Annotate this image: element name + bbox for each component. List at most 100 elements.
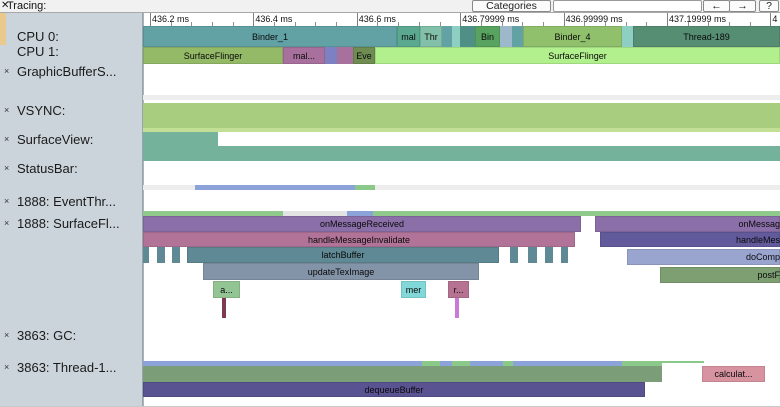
track-sidebar: CPU 0:CPU 1:×GraphicBufferS...×VSYNC:×Su…: [0, 13, 143, 406]
slice[interactable]: [143, 95, 780, 100]
row-close-icon[interactable]: ×: [4, 105, 10, 115]
slice[interactable]: [283, 211, 347, 216]
sidebar-row: × VSYNC:: [0, 103, 143, 118]
slice-calculat[interactable]: calculat...: [702, 366, 765, 382]
track-postframebuffer: postF: [0, 267, 780, 283]
row-close-icon[interactable]: ×: [4, 362, 10, 372]
next-button[interactable]: →: [729, 0, 756, 12]
slice[interactable]: [561, 247, 568, 263]
track-thread-main: calculat...: [0, 366, 780, 382]
slice-postf[interactable]: postF: [660, 267, 780, 283]
slice[interactable]: [143, 132, 218, 146]
search-input[interactable]: [553, 0, 702, 12]
track-surfaceview-bottom: [0, 146, 780, 161]
slice-handlemes[interactable]: handleMes: [600, 232, 780, 247]
slice[interactable]: [143, 247, 149, 263]
slice[interactable]: [500, 26, 512, 47]
slice[interactable]: [470, 361, 503, 366]
row-close-icon[interactable]: ×: [4, 163, 10, 173]
slice-onmessag[interactable]: onMessag: [595, 216, 780, 232]
ruler-major-tick: [356, 13, 358, 26]
slice-surfaceflinger[interactable]: SurfaceFlinger: [375, 47, 780, 64]
ruler-label: 436.79999 ms: [462, 14, 520, 24]
row-close-icon[interactable]: ×: [4, 330, 10, 340]
slice-r[interactable]: r...: [448, 281, 469, 298]
slice-binder-4[interactable]: Binder_4: [523, 26, 622, 47]
slice[interactable]: [143, 185, 780, 190]
row-label: VSYNC:: [17, 103, 66, 118]
slice[interactable]: [347, 211, 373, 216]
slice[interactable]: [545, 247, 553, 263]
slice[interactable]: [143, 128, 780, 132]
track-dequeuebuffer: dequeueBuffer: [0, 382, 780, 397]
slice[interactable]: [442, 26, 452, 47]
slice[interactable]: [510, 247, 518, 263]
slice[interactable]: [452, 361, 470, 366]
slice[interactable]: [172, 247, 180, 263]
slice[interactable]: [503, 361, 513, 366]
slice-a[interactable]: a...: [213, 281, 240, 298]
ruler-minor-tick: [604, 22, 606, 26]
slice[interactable]: [143, 361, 422, 366]
close-icon[interactable]: ✕: [1, 0, 10, 11]
slice[interactable]: [355, 185, 375, 190]
slice[interactable]: [528, 247, 537, 263]
slice-handlemessageinvalidate[interactable]: handleMessageInvalidate: [143, 232, 575, 247]
slice-onmessagereceived[interactable]: onMessageReceived: [143, 216, 581, 232]
ruler-minor-tick: [336, 22, 338, 26]
slice[interactable]: [455, 298, 459, 318]
slice[interactable]: [512, 26, 523, 47]
slice-thr[interactable]: Thr: [420, 26, 442, 47]
slice[interactable]: [622, 361, 662, 366]
ruler-major-tick: [150, 13, 151, 26]
slice[interactable]: [143, 146, 780, 161]
ruler-label: 437.19999 ms: [669, 14, 727, 24]
slice[interactable]: [513, 361, 622, 366]
help-button[interactable]: ?: [759, 0, 779, 12]
slice-thread-189[interactable]: Thread-189: [633, 26, 780, 47]
slice-dequeuebuffer[interactable]: dequeueBuffer: [143, 382, 645, 397]
slice[interactable]: [157, 247, 165, 263]
slice-binder-1[interactable]: Binder_1: [143, 26, 397, 47]
slice[interactable]: [337, 47, 353, 64]
row-close-icon[interactable]: ×: [4, 134, 10, 144]
slice[interactable]: [143, 211, 283, 216]
slice[interactable]: [195, 185, 355, 190]
row-label: 3863: Thread-1...: [17, 360, 117, 375]
row-label: 3863: GC:: [17, 328, 77, 343]
slice[interactable]: [460, 26, 475, 47]
slice-mal[interactable]: mal...: [283, 47, 325, 64]
ruler-minor-tick: [191, 22, 193, 26]
track-surfaceview-top: [0, 132, 780, 146]
ruler-major-tick: [667, 13, 668, 26]
ruler-minor-tick: [708, 22, 710, 26]
slice[interactable]: [662, 361, 704, 363]
row-close-icon[interactable]: ×: [4, 66, 10, 76]
ruler-minor-tick: [501, 22, 503, 26]
slice-updateteximage[interactable]: updateTexImage: [203, 263, 479, 280]
slice-surfaceflinger[interactable]: SurfaceFlinger: [143, 47, 283, 64]
row-close-icon[interactable]: ×: [4, 218, 10, 228]
slice-latchbuffer[interactable]: latchBuffer: [187, 247, 499, 263]
slice[interactable]: [440, 361, 452, 366]
slice[interactable]: [143, 366, 662, 382]
slice-mal[interactable]: mal: [397, 26, 420, 47]
slice-docomp[interactable]: doComp: [627, 249, 780, 265]
row-close-icon[interactable]: ×: [4, 196, 10, 206]
slice-eve[interactable]: Eve: [353, 47, 375, 64]
prev-button[interactable]: ←: [703, 0, 730, 12]
slice[interactable]: [325, 47, 337, 64]
slice[interactable]: [622, 26, 633, 47]
slice[interactable]: [452, 26, 460, 47]
slice-mer[interactable]: mer: [401, 281, 426, 298]
ruler-minor-tick: [315, 22, 317, 26]
slice[interactable]: [143, 103, 780, 128]
slice-bin[interactable]: Bin: [475, 26, 500, 47]
slice[interactable]: [222, 298, 226, 318]
slice[interactable]: [422, 361, 440, 366]
categories-button[interactable]: Categories: [472, 0, 551, 12]
slice[interactable]: [373, 211, 780, 216]
